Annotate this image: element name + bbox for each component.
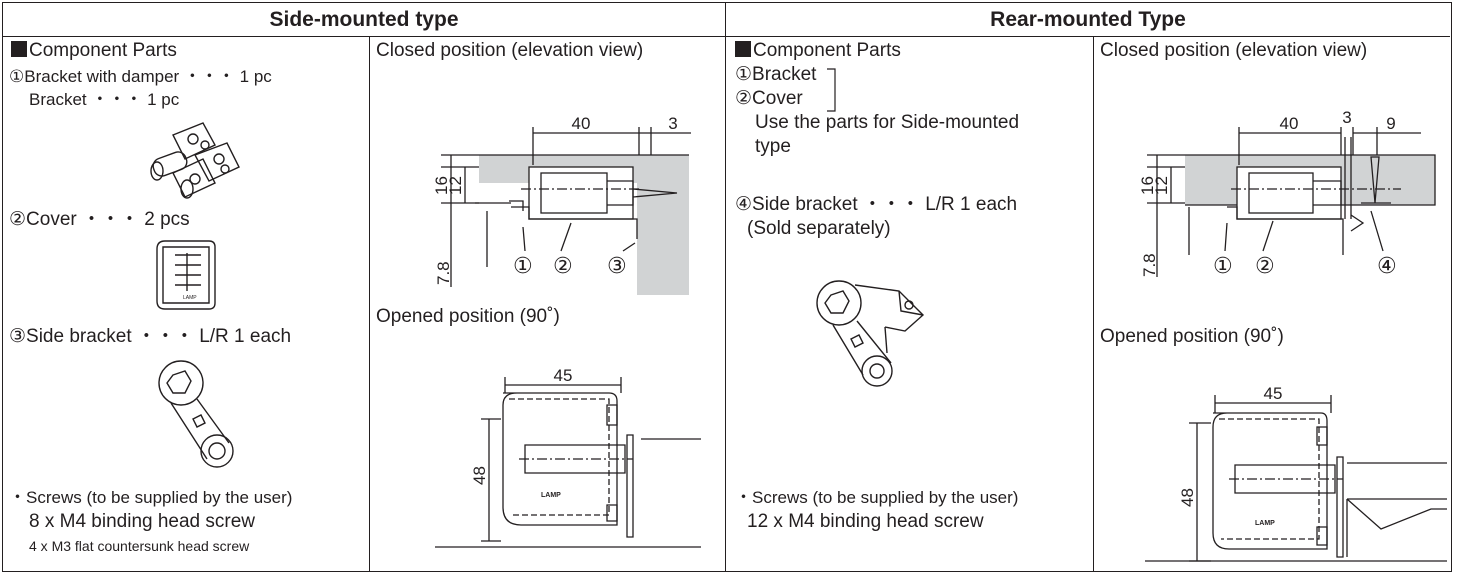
rear-callout-1: ① bbox=[1213, 253, 1233, 278]
side-screws-heading: ・Screws (to be supplied by the user) bbox=[9, 488, 293, 507]
rear-column-divider bbox=[1093, 37, 1094, 571]
main-divider bbox=[725, 3, 726, 571]
rear-part1-label: ①Bracket bbox=[735, 64, 817, 85]
side-dim-16: 16 bbox=[432, 176, 451, 195]
rear-dim-45: 45 bbox=[1264, 384, 1283, 403]
cabinet-side-panel bbox=[637, 155, 689, 295]
side-closed-drawing: 40 3 16 12 7.8 ① ② ③ bbox=[432, 114, 691, 295]
rear-dim-3: 3 bbox=[1342, 108, 1351, 127]
rear-dim-9: 9 bbox=[1386, 114, 1395, 133]
rear-closed-drawing: 40 3 9 16 12 7.8 ① ② ④ bbox=[1138, 108, 1436, 278]
side-opened-logo: LAMP bbox=[541, 492, 561, 499]
rear-screws-heading: ・Screws (to be supplied by the user) bbox=[735, 488, 1019, 507]
side-parts-heading: Component Parts bbox=[11, 40, 177, 62]
rear-mounted-header: Rear-mounted Type bbox=[726, 3, 1450, 37]
side-mounted-header: Side-mounted type bbox=[3, 3, 725, 37]
cover-logo: LAMP bbox=[183, 295, 197, 301]
rear-screws-line1: 12 x M4 binding head screw bbox=[747, 511, 984, 532]
cover-illustration: LAMP bbox=[156, 240, 216, 310]
side-dim-12: 12 bbox=[446, 176, 465, 195]
side-callout-2: ② bbox=[553, 253, 573, 278]
rear-dim-12: 12 bbox=[1152, 176, 1171, 195]
side-part1-label: ①Bracket with damper ・・・ 1 pc bbox=[9, 67, 272, 86]
rear-part2-label: ②Cover bbox=[735, 88, 803, 109]
square-bullet-icon bbox=[735, 41, 751, 57]
side-callout-1: ① bbox=[513, 253, 533, 278]
side-part3-label: ③Side bracket ・・・ L/R 1 each bbox=[9, 326, 292, 347]
side-opened-drawing: 45 48 LAMP bbox=[435, 366, 701, 548]
rear-dim-7-8: 7.8 bbox=[1140, 253, 1159, 277]
rear-use-line1: Use the parts for Side-mounted bbox=[755, 112, 1020, 133]
rear-part-bracket-brace bbox=[827, 68, 836, 112]
side-column-divider bbox=[369, 37, 370, 571]
rear-dim-48: 48 bbox=[1178, 488, 1197, 507]
side-dim-7-8: 7.8 bbox=[434, 261, 453, 285]
rear-side-bracket-illustration bbox=[816, 280, 925, 387]
rear-callout-4: ④ bbox=[1377, 253, 1397, 278]
side-screws-line2: 4 x M3 flat countersunk head screw bbox=[29, 538, 250, 554]
bracket-with-damper-illustration bbox=[150, 122, 240, 199]
rear-opened-logo: LAMP bbox=[1255, 520, 1275, 527]
side-dim-40: 40 bbox=[572, 114, 591, 133]
side-screws-line1: 8 x M4 binding head screw bbox=[29, 511, 256, 532]
rear-dim-16: 16 bbox=[1138, 176, 1157, 195]
rear-closed-title: Closed position (elevation view) bbox=[1100, 40, 1368, 61]
rear-parts-heading: Component Parts bbox=[735, 40, 901, 62]
side-callout-3: ③ bbox=[607, 253, 627, 278]
side-bracket-illustration bbox=[158, 360, 234, 468]
rear-use-line2: type bbox=[755, 136, 791, 157]
rear-part4-label: ④Side bracket ・・・ L/R 1 each bbox=[735, 194, 1018, 215]
rear-part4b-label: (Sold separately) bbox=[747, 218, 891, 239]
side-opened-title: Opened position (90˚) bbox=[376, 306, 560, 327]
side-part2-label: ②Cover ・・・ 2 pcs bbox=[9, 209, 190, 230]
side-dim-45: 45 bbox=[554, 366, 573, 385]
side-dim-48: 48 bbox=[470, 466, 489, 485]
rear-opened-title: Opened position (90˚) bbox=[1100, 326, 1284, 347]
rear-opened-drawing: 45 48 LAMP bbox=[1145, 384, 1447, 562]
rear-callout-2: ② bbox=[1255, 253, 1275, 278]
side-dim-3: 3 bbox=[668, 114, 677, 133]
side-part1b-label: Bracket ・・・ 1 pc bbox=[29, 90, 180, 109]
rear-dim-40: 40 bbox=[1280, 114, 1299, 133]
square-bullet-icon bbox=[11, 41, 27, 57]
side-closed-title: Closed position (elevation view) bbox=[376, 40, 644, 61]
